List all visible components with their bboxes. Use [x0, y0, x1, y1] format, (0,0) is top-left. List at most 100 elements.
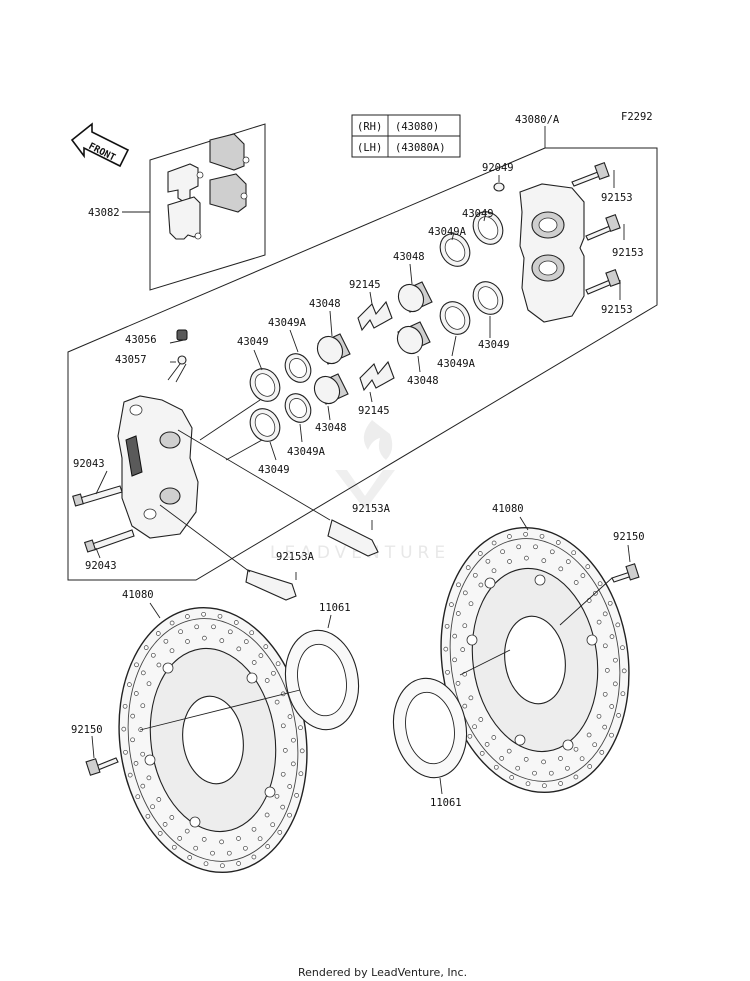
disc-perforation-hole: [586, 732, 592, 738]
disc-perforation-hole: [592, 742, 598, 748]
disc-perforation-hole: [549, 549, 555, 555]
label-43048-a2: 43048: [407, 375, 439, 387]
disc-perforation-hole: [140, 783, 146, 789]
disc-perforation-hole: [130, 737, 135, 743]
disc-perforation-hole: [445, 669, 450, 675]
disc-perforation-hole: [146, 775, 152, 781]
disc-perforation-hole: [140, 703, 146, 709]
label-92043-upper: 92043: [73, 458, 105, 470]
disc-perforation-hole: [599, 750, 605, 755]
disc-perforation-hole: [265, 844, 271, 849]
disc-perforation-hole: [226, 850, 232, 856]
label-92145-lower: 92145: [358, 405, 390, 417]
disc-perforation-hole: [602, 724, 608, 730]
disc-perforation-hole: [555, 540, 561, 545]
disc-perforation-hole: [620, 691, 626, 697]
label-43057: 43057: [115, 354, 147, 366]
leader-lines: [95, 211, 491, 573]
disc-perforation-hole: [217, 613, 223, 619]
disc-perforation-hole: [219, 839, 224, 845]
disc-perforation-hole: [462, 623, 468, 629]
disc-perforation-hole: [156, 662, 162, 668]
disc-perforation-hole: [533, 544, 538, 550]
disc-perforation-hole: [507, 534, 512, 539]
disc-perforation-hole: [604, 668, 610, 673]
disc-perforation-hole: [455, 681, 461, 686]
label-43048-b1: 43048: [309, 298, 341, 310]
footer-credit: Rendered by LeadVenture, Inc.: [298, 966, 467, 979]
disc-perforation-hole: [202, 635, 207, 641]
disc-perforation-hole: [177, 836, 183, 841]
disc-perforation-hole: [558, 566, 564, 572]
disc-perforation-hole: [491, 735, 497, 740]
disc-perforation-hole: [615, 622, 621, 628]
washer-92049: [493, 175, 505, 192]
label-43049a-l1: 43049A: [268, 317, 307, 329]
disc-perforation-hole: [299, 748, 305, 754]
caliper-right-half: [519, 183, 585, 323]
disc-perforation-hole: [236, 646, 242, 652]
disc-perforation-hole: [548, 770, 554, 776]
disc-perforation-hole: [472, 724, 477, 730]
disc-perforation-hole: [524, 555, 529, 561]
leader-41080-right: [519, 516, 529, 531]
disc-perforation-hole: [280, 771, 286, 777]
disc-perforation-hole: [150, 652, 156, 658]
disc-perforation-hole: [462, 703, 468, 709]
disc-right-perforations: [443, 531, 627, 789]
right-seals-pistons: [396, 211, 504, 355]
label-43048-b2: 43048: [315, 422, 347, 434]
disc-perforation-hole: [607, 600, 613, 606]
slide-pins-92153a: [245, 519, 379, 601]
disc-perforation-hole: [140, 670, 146, 676]
legend-lh-side: (LH): [357, 142, 382, 154]
disc-perforation-hole: [491, 568, 497, 574]
disc-perforation-hole: [298, 725, 303, 731]
label-43082: 43082: [88, 207, 120, 219]
disc-perforation-hole: [211, 624, 216, 630]
assembly-lines: [139, 577, 613, 731]
label-43049a-r1: 43049A: [428, 226, 467, 238]
disc-perforation-hole: [233, 620, 239, 625]
disc-perforation-hole: [219, 638, 225, 643]
disc-perforation-hole: [477, 551, 483, 556]
disc-perforation-hole: [282, 748, 288, 753]
disc-perforation-hole: [271, 670, 276, 676]
disc-perforation-hole: [478, 717, 484, 722]
disc-perforation-hole: [602, 691, 608, 697]
disc-perforation-hole: [523, 757, 529, 762]
disc-perforation-hole: [294, 793, 299, 798]
disc-perforation-hole: [460, 647, 466, 652]
disc-perforation-hole: [478, 582, 484, 588]
disc-perforation-hole: [515, 765, 521, 771]
disc-perforation-hole: [280, 804, 286, 810]
disc-perforation-hole: [455, 611, 461, 616]
disc-perforation-hole: [185, 614, 190, 619]
disc-perforation-hole: [571, 550, 577, 556]
disc-perforation-hole: [509, 775, 515, 780]
disc-perforation-hole: [452, 633, 458, 639]
disc-perforation-hole: [523, 531, 528, 537]
disc-perforation-hole: [127, 772, 133, 778]
disc-perforation-hole: [468, 695, 474, 701]
disc-perforation-hole: [620, 645, 625, 651]
disc-perforation-hole: [187, 855, 193, 860]
label-92153-1: 92153: [601, 192, 633, 204]
disc-perforation-hole: [565, 559, 571, 564]
disc-perforation-hole: [264, 812, 270, 818]
disc-perforation-hole: [573, 580, 579, 585]
disc-perforation-hole: [596, 713, 602, 719]
label-92153-2: 92153: [612, 247, 644, 259]
label-43049-l1: 43049: [237, 336, 269, 348]
disc-perforation-hole: [227, 629, 233, 635]
disc-perforation-hole: [275, 661, 281, 667]
disc-perforation-hole: [185, 639, 190, 644]
disc-perforation-hole: [280, 723, 286, 729]
disc-perforation-hole: [516, 544, 522, 550]
disc-perforation-hole: [465, 565, 471, 570]
disc-perforation-hole: [609, 732, 614, 738]
disc-perforation-hole: [243, 639, 249, 644]
label-92150-left: 92150: [71, 724, 103, 736]
disc-perforation-hole: [539, 533, 545, 539]
disc-perforation-hole: [298, 771, 304, 777]
